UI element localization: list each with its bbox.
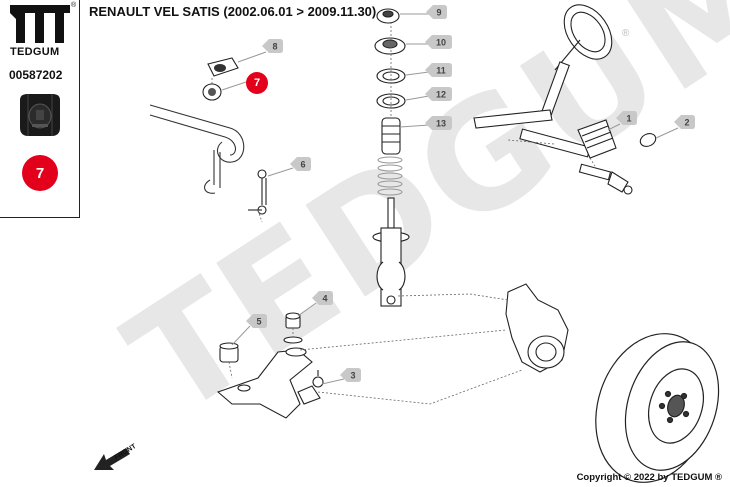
callout-tag-shape bbox=[290, 157, 311, 171]
stabilizer-bushing bbox=[202, 57, 239, 101]
ball-joint bbox=[297, 370, 324, 405]
stabilizer-link bbox=[248, 169, 267, 215]
callout-tag-label: 1 bbox=[626, 114, 631, 124]
callout-tag-shape bbox=[425, 116, 452, 130]
callout-tag-label: 12 bbox=[436, 90, 446, 100]
wheel-tyre bbox=[595, 333, 720, 483]
highlight-badge: 7 bbox=[22, 155, 58, 191]
coil-spring bbox=[377, 156, 403, 196]
callout-tag-5[interactable]: 5 bbox=[246, 314, 267, 328]
bushing-product-icon bbox=[20, 94, 60, 136]
callout-tag-shape bbox=[312, 291, 333, 305]
brand-name: TEDGUM bbox=[10, 46, 60, 58]
shock-absorber bbox=[372, 197, 410, 307]
callout-tag-4[interactable]: 4 bbox=[312, 291, 333, 305]
assembly-guide-lines bbox=[211, 22, 596, 405]
callout-tag-1[interactable]: 1 bbox=[616, 111, 637, 125]
callout-tag-13[interactable]: 13 bbox=[425, 116, 452, 130]
callout-tag-12[interactable]: 12 bbox=[425, 87, 452, 101]
callout-tag-label: 6 bbox=[300, 160, 305, 170]
production-date-range: (2002.06.01 > 2009.11.30) bbox=[223, 4, 377, 19]
callout-tag-9[interactable]: 9 bbox=[426, 5, 447, 19]
callout-tag-shape bbox=[262, 39, 283, 53]
callout-tag-label: 2 bbox=[684, 118, 689, 128]
callout-tag-label: 11 bbox=[436, 66, 446, 76]
callout-tag-label: 5 bbox=[256, 317, 261, 327]
copyright-notice: Copyright © 2022 by TEDGUM ® bbox=[576, 472, 722, 483]
callout-tag-shape bbox=[674, 115, 695, 129]
steering-assembly bbox=[473, 4, 613, 158]
callout-tag-label: 8 bbox=[272, 42, 277, 52]
callout-tag-11[interactable]: 11 bbox=[425, 63, 452, 77]
callout-tag-shape bbox=[425, 35, 452, 49]
callout-tag-6[interactable]: 6 bbox=[290, 157, 311, 171]
callout-tag-shape bbox=[246, 314, 267, 328]
front-direction-indicator: FRONT bbox=[94, 443, 138, 470]
callout-7-highlighted[interactable]: 7 bbox=[246, 72, 268, 94]
callout-leaders bbox=[221, 13, 679, 385]
front-label: FRONT bbox=[113, 443, 138, 462]
callout-tag-label: 3 bbox=[350, 371, 355, 381]
part-number: 00587202 bbox=[9, 68, 63, 82]
control-arm-bushings bbox=[219, 312, 303, 363]
vehicle-model: RENAULT VEL SATIS bbox=[89, 4, 220, 19]
callout-tag-label: 9 bbox=[436, 8, 441, 18]
callout-tag-shape bbox=[425, 87, 452, 101]
steering-rack-boot bbox=[577, 119, 657, 195]
page-title: RENAULT VEL SATIS (2002.06.01 > 2009.11.… bbox=[89, 4, 376, 19]
callout-tag-label: 4 bbox=[322, 294, 327, 304]
callout-tag-8[interactable]: 8 bbox=[262, 39, 283, 53]
watermark-registered-mark: ® bbox=[622, 28, 630, 39]
stabilizer-bar bbox=[149, 104, 245, 194]
callout-tag-shape bbox=[616, 111, 637, 125]
tedgum-logo-icon bbox=[10, 5, 70, 43]
callout-tag-shape bbox=[340, 368, 361, 382]
callout-tag-shape bbox=[425, 63, 452, 77]
callout-tag-shape bbox=[426, 5, 447, 19]
callout-tag-3[interactable]: 3 bbox=[340, 368, 361, 382]
brand-registered-mark: ® bbox=[71, 2, 77, 9]
part-info-panel: ® TEDGUM 00587202 7 bbox=[0, 0, 80, 218]
callout-tag-label: 13 bbox=[436, 119, 446, 129]
callout-tag-10[interactable]: 10 bbox=[425, 35, 452, 49]
callout-tag-label: 10 bbox=[436, 38, 446, 48]
steering-knuckle bbox=[505, 283, 569, 373]
callout-tag-2[interactable]: 2 bbox=[674, 115, 695, 129]
